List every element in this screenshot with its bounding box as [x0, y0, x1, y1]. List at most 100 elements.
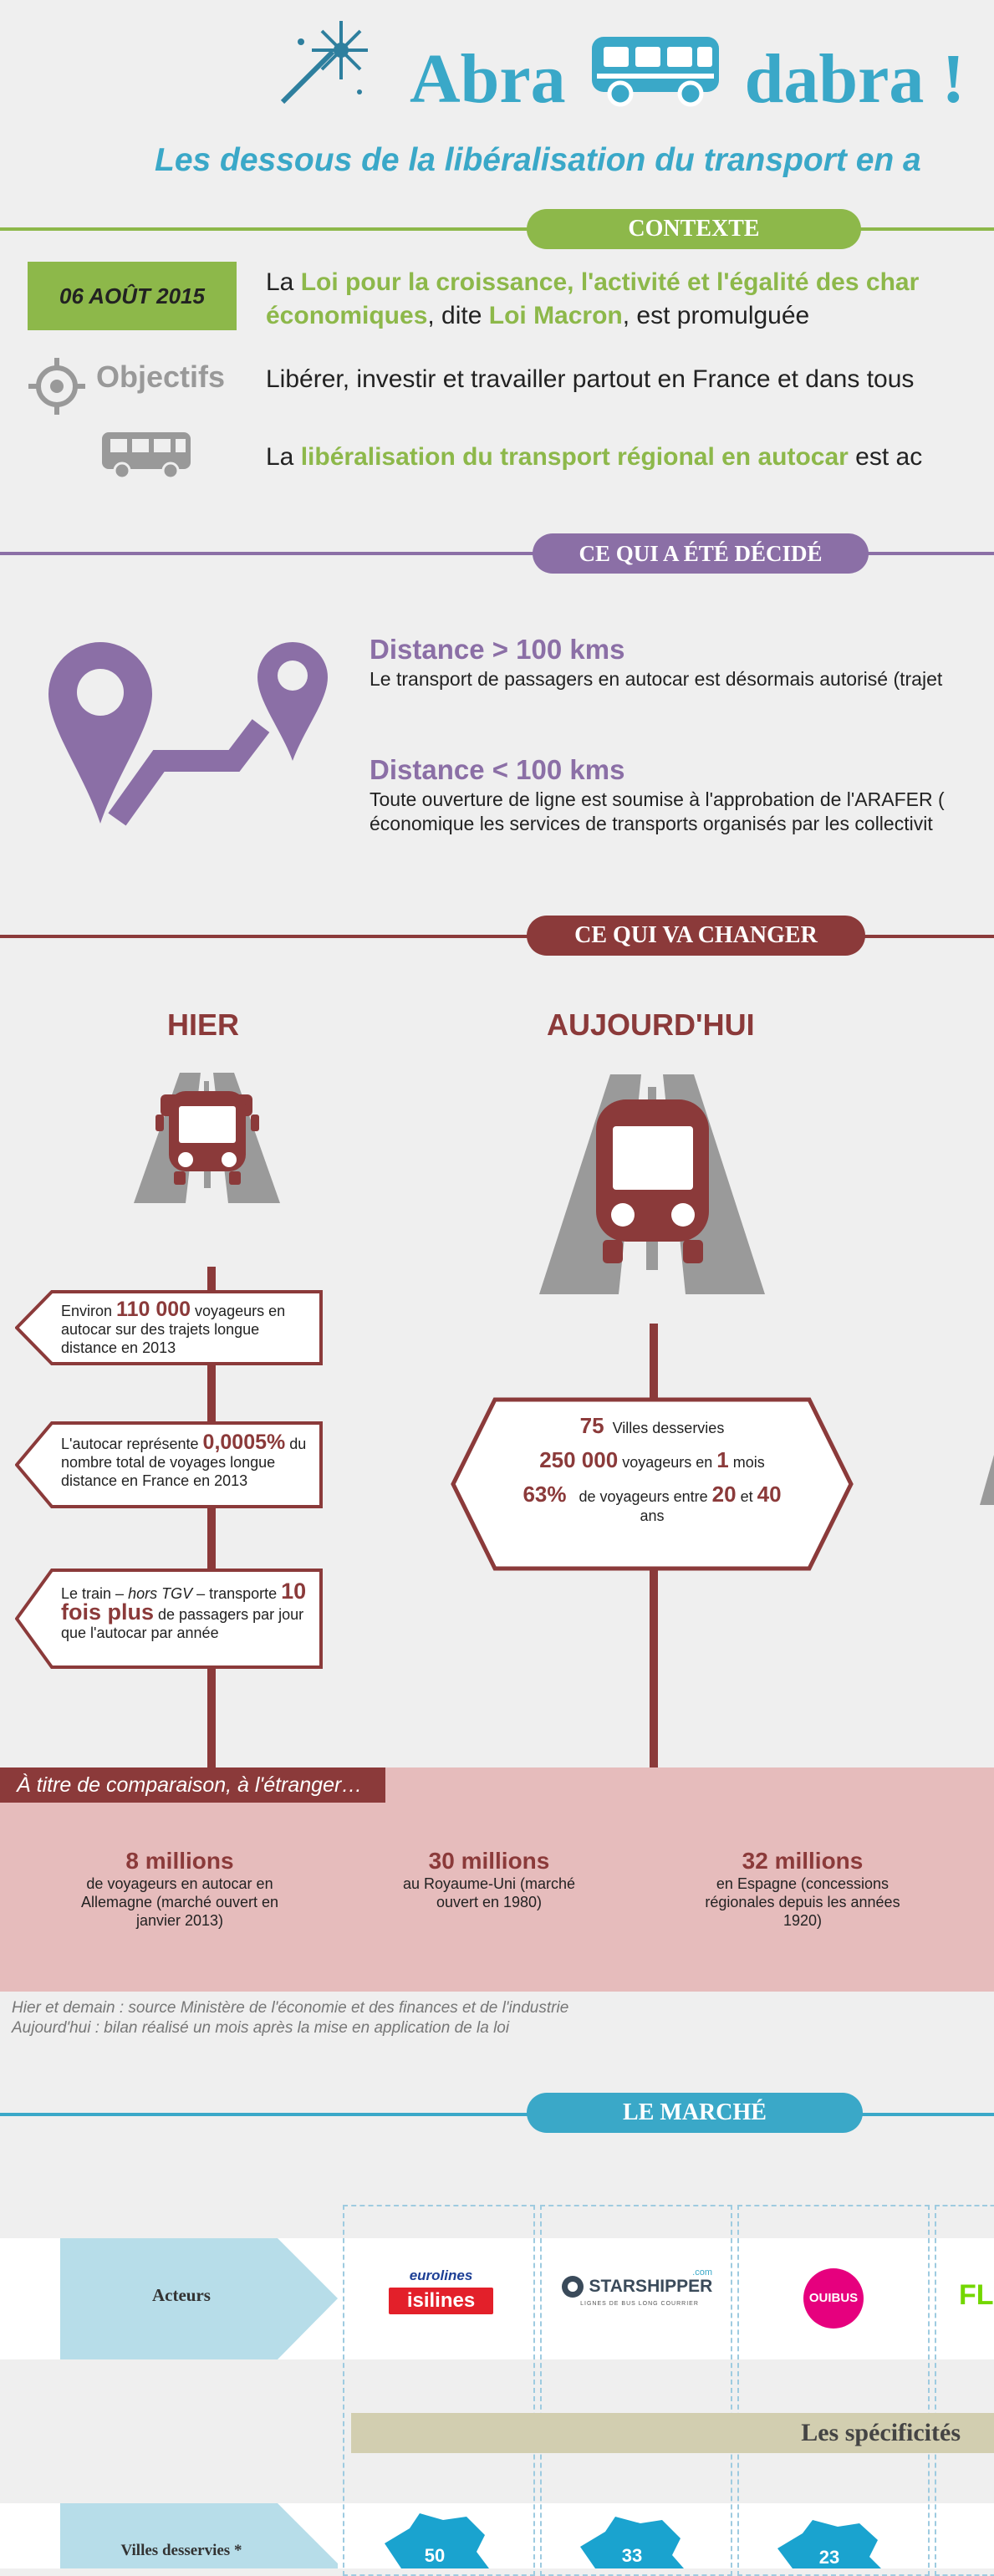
comparaison-tag: À titre de comparaison, à l'étranger…: [0, 1767, 386, 1803]
distance-under-100-text-1: Toute ouverture de ligne est soumise à l…: [370, 788, 945, 810]
villes-arrow-shape: [60, 2503, 338, 2568]
starshipper-logo-subtitle: LIGNES DE BUS LONG COURRIER: [580, 2301, 699, 2307]
distance-over-100-text: Le transport de passagers en autocar est…: [370, 668, 943, 690]
cmp-3-num: 32 millions: [742, 1848, 864, 1874]
villes-value-3: 23: [818, 2547, 840, 2568]
changer-section-label: CE QUI VA CHANGER: [527, 916, 865, 956]
contexte-line-2-d: , est promulguée: [622, 302, 810, 329]
france-map-icon: [385, 2513, 489, 2568]
decide-divider: [0, 552, 994, 555]
marche-section-label: LE MARCHÉ: [527, 2093, 863, 2133]
starshipper-logo-com: .com: [692, 2267, 712, 2278]
hier-heading: HIER: [167, 1007, 240, 1042]
comparaison-royaume-uni: 30 millions au Royaume-Uni (marché ouver…: [385, 1848, 594, 1911]
date-badge: 06 AOÛT 2015: [28, 262, 237, 330]
contexte-line-2-b: , dite: [427, 302, 489, 329]
title-right: dabra !: [744, 40, 966, 118]
villes-value-1: 50: [424, 2545, 446, 2566]
cmp-2-num: 30 millions: [428, 1848, 550, 1874]
eurolines-isilines-logo[interactable]: eurolines isilines: [389, 2267, 493, 2314]
ouibus-logo[interactable]: OUIBUS: [803, 2268, 864, 2329]
today-hexagon-shape: [451, 1397, 854, 1571]
flag2-num: 0,0005%: [202, 1431, 286, 1454]
flag1-num: 110 000: [116, 1298, 191, 1321]
partial-road-icon: [980, 1455, 994, 1505]
bus-line-a: La: [266, 443, 301, 471]
distance-under-100-title: Distance < 100 kms: [370, 754, 625, 785]
flag3-post: de passagers par jour que l'autocar par …: [61, 1606, 304, 1641]
hier-flag-1-text: Environ 110 000 voyageurs en autocar sur…: [61, 1298, 312, 1357]
cmp-1-text: de voyageurs en autocar en Allemagne (ma…: [80, 1875, 279, 1929]
comparaison-band: [0, 1767, 994, 1992]
specificites-band: Les spécificités: [351, 2413, 994, 2453]
today-t4: de voyageurs entre: [579, 1488, 708, 1505]
hier-flag-3-shape: [15, 1569, 323, 1669]
hier-flag-2-shape: [15, 1421, 323, 1508]
cmp-2-text: au Royaume-Uni (marché ouvert en 1980): [402, 1875, 576, 1910]
today-n2: 250 000: [539, 1447, 619, 1472]
aujourdhui-heading: AUJOURD'HUI: [547, 1007, 755, 1042]
eurolines-logo-text: eurolines: [409, 2267, 473, 2283]
distance-under-100-text-2: économique les services de transports or…: [370, 813, 933, 834]
route-pins-icon: [48, 642, 328, 826]
today-stats: 75 Villes desservies 250 000 voyageurs e…: [458, 1413, 846, 1525]
hier-flag-2-text: L'autocar représente 0,0005% du nombre t…: [61, 1431, 312, 1490]
source-line-2: Aujourd'hui : bilan réalisé un mois aprè…: [12, 2019, 510, 2037]
today-t1: Villes desservies: [612, 1420, 725, 1436]
today-t2: voyageurs en: [622, 1454, 713, 1471]
market-col-4: [935, 2205, 994, 2576]
small-bus-icon: [102, 432, 191, 480]
contexte-line-2-a: économiques: [266, 302, 428, 329]
today-t6: ans: [640, 1507, 665, 1524]
flag2-post: du nombre total de voyages longue distan…: [61, 1436, 307, 1489]
bus-road-large-icon: [539, 1074, 765, 1294]
villes-map-3: 23: [762, 2517, 896, 2568]
villes-map-1: 50: [368, 2510, 502, 2568]
bus-line-c: est ac: [848, 443, 923, 471]
ouibus-logo-text: OUIBUS: [808, 2291, 859, 2305]
starshipper-logo-text: STARSHIPPER: [589, 2277, 713, 2296]
flag3-mid: – transporte: [192, 1585, 282, 1602]
cmp-1-num: 8 millions: [125, 1848, 234, 1874]
flixbus-logo-partial[interactable]: FL: [959, 2279, 994, 2311]
comparaison-allemagne: 8 millions de voyageurs en autocar en Al…: [67, 1848, 293, 1930]
acteurs-arrow-shape: [60, 2238, 338, 2359]
marche-divider: [0, 2113, 994, 2116]
flag3-italic: hors TGV: [128, 1585, 193, 1602]
flag1-post: voyageurs en autocar sur des trajets lon…: [61, 1303, 286, 1356]
contexte-section-label: CONTEXTE: [527, 209, 861, 249]
magic-wand-icon: [280, 21, 368, 105]
bus-liberalisation-line: La libéralisation du transport régional …: [266, 437, 922, 477]
comparaison-espagne: 32 millions en Espagne (concessions régi…: [698, 1848, 907, 1930]
villes-label: Villes desservies *: [120, 2542, 242, 2559]
hier-flag-3: Le train – hors TGV – transporte 10 fois…: [15, 1569, 320, 1669]
contexte-line-1-a: La: [266, 268, 301, 296]
contexte-divider: [0, 227, 994, 231]
today-n3: 1: [716, 1447, 729, 1472]
page-title: Abra dabra !: [410, 33, 965, 120]
contexte-line-2-c: Loi Macron: [488, 302, 623, 329]
contexte-line-1-b: Loi pour la croissance, l'activité et l'…: [300, 268, 920, 296]
today-t3: mois: [732, 1454, 765, 1471]
source-note: Hier et demain : source Ministère de l'é…: [12, 1998, 568, 2038]
isilines-logo-text: isilines: [389, 2288, 493, 2314]
source-line-1: Hier et demain : source Ministère de l'é…: [12, 1999, 569, 2017]
flag1-pre: Environ: [61, 1303, 117, 1319]
flag2-pre: L'autocar représente: [61, 1436, 203, 1452]
villes-map-2: 33: [565, 2513, 699, 2568]
decide-section-label: CE QUI A ÉTÉ DÉCIDÉ: [533, 533, 869, 574]
bus-icon: [591, 37, 719, 107]
today-n6: 40: [757, 1482, 782, 1507]
acteurs-label: Acteurs: [152, 2285, 211, 2305]
hier-flag-1: Environ 110 000 voyageurs en autocar sur…: [15, 1290, 320, 1365]
title-left: Abra: [410, 40, 566, 118]
france-map-icon: [777, 2520, 881, 2568]
today-n5: 20: [711, 1482, 737, 1507]
today-n4: 63%: [522, 1482, 567, 1507]
flag3-pre: Le train –: [61, 1585, 129, 1602]
starshipper-logo[interactable]: STARSHIPPER .com LIGNES DE BUS LONG COUR…: [560, 2267, 719, 2307]
hier-pole: [207, 1267, 216, 1768]
distance-over-100-title: Distance > 100 kms: [370, 634, 625, 665]
page-subtitle: Les dessous de la libéralisation du tran…: [155, 142, 921, 178]
